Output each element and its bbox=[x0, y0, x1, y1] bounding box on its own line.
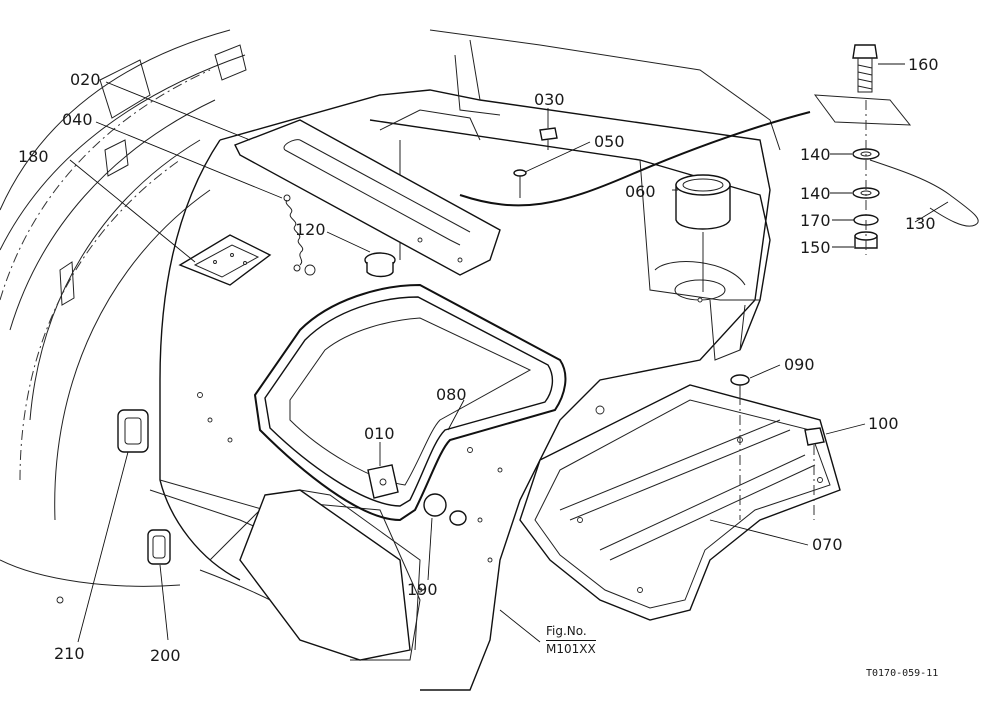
figure-ref-line2: M101XX bbox=[546, 640, 596, 656]
grommet-210 bbox=[117, 409, 149, 453]
label-030: 030 bbox=[534, 90, 565, 109]
label-070: 070 bbox=[812, 535, 843, 554]
bolt-030 bbox=[539, 127, 558, 150]
label-140-lower: 140 bbox=[800, 184, 831, 203]
label-200: 200 bbox=[150, 646, 181, 665]
clip-010 bbox=[367, 464, 399, 499]
label-050: 050 bbox=[594, 132, 625, 151]
label-100: 100 bbox=[868, 414, 899, 433]
grommet-200 bbox=[147, 529, 171, 565]
bracket-plate bbox=[813, 94, 912, 126]
label-120: 120 bbox=[295, 220, 326, 239]
fender-outline bbox=[0, 29, 247, 587]
step-plate bbox=[519, 384, 841, 621]
nut-100 bbox=[804, 427, 825, 520]
spring-040 bbox=[283, 194, 304, 272]
label-150: 150 bbox=[800, 238, 831, 257]
pin-050 bbox=[513, 169, 527, 198]
label-180: 180 bbox=[18, 147, 49, 166]
label-010: 010 bbox=[364, 424, 395, 443]
plug-190 bbox=[423, 493, 467, 526]
bolt-160 bbox=[852, 44, 878, 93]
label-140-upper: 140 bbox=[800, 145, 831, 164]
knob-120 bbox=[364, 252, 396, 278]
label-060: 060 bbox=[625, 182, 656, 201]
drawing-code: T0170-059-11 bbox=[866, 668, 939, 679]
label-080: 080 bbox=[436, 385, 467, 404]
label-130: 130 bbox=[905, 214, 936, 233]
figure-ref-line1: Fig.No. bbox=[546, 624, 587, 638]
label-210: 210 bbox=[54, 644, 85, 663]
label-020: 020 bbox=[70, 70, 101, 89]
floor-deck bbox=[149, 89, 771, 691]
label-090: 090 bbox=[784, 355, 815, 374]
label-160: 160 bbox=[908, 55, 939, 74]
plate-020 bbox=[234, 119, 501, 276]
mounting-holes bbox=[56, 237, 703, 604]
rear-frame bbox=[369, 29, 781, 361]
floor-window-frame bbox=[253, 283, 567, 522]
cable-130 bbox=[459, 111, 979, 227]
label-040: 040 bbox=[62, 110, 93, 129]
mat-180 bbox=[178, 234, 272, 286]
leader-lines bbox=[69, 63, 949, 643]
bolt-090 bbox=[730, 374, 750, 520]
cup-060 bbox=[675, 174, 731, 292]
label-190: 190 bbox=[407, 580, 438, 599]
label-170: 170 bbox=[800, 211, 831, 230]
